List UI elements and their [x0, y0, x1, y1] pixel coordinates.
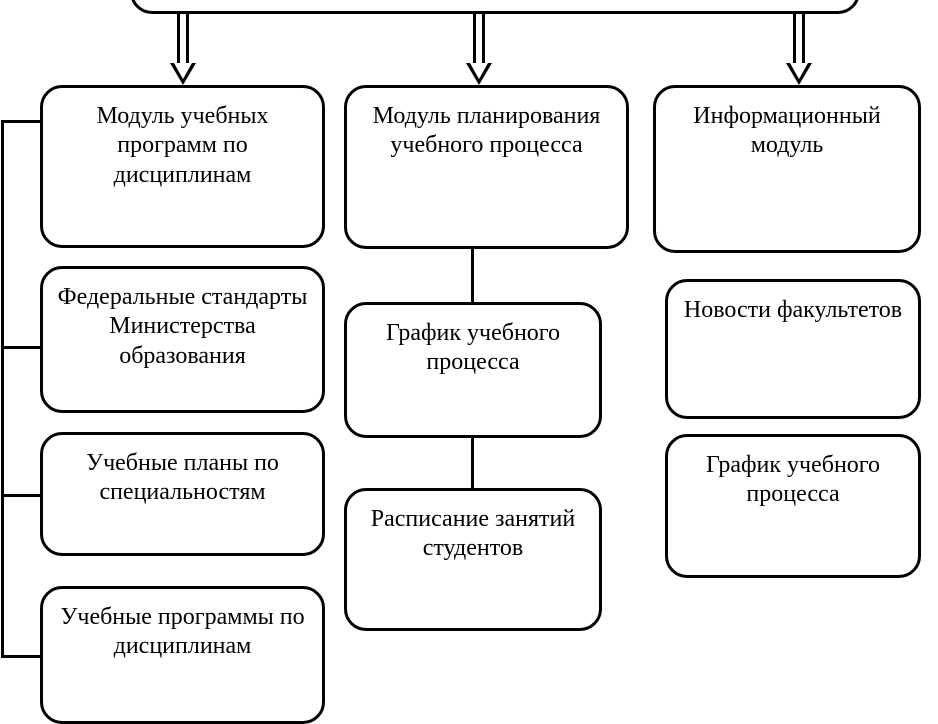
left-bracket-branch-3	[1, 494, 43, 497]
node-module-planning[interactable]: Модуль планирования учебного процесса	[344, 85, 629, 249]
node-schedule-chart-info[interactable]: График учебного процесса	[665, 434, 921, 578]
left-bracket-branch-2	[1, 346, 43, 349]
node-module-information[interactable]: Информационный модуль	[653, 85, 921, 253]
node-label: Федеральные стандарты Министерства образ…	[57, 284, 308, 369]
node-label: Учебные планы по специальностям	[86, 450, 279, 506]
arrow-shaft	[473, 14, 485, 67]
arrow-to-right-module	[786, 14, 812, 85]
arrow-to-left-module	[170, 14, 196, 85]
node-label: Расписание занятий студентов	[370, 506, 576, 562]
left-bracket-branch-4	[1, 655, 43, 658]
node-label: Модуль учебных программ по дисциплинам	[96, 103, 269, 188]
left-bracket-branch-1	[1, 120, 43, 123]
node-curricula-programs[interactable]: Учебные программы по дисциплинам	[40, 586, 325, 724]
node-student-timetable[interactable]: Расписание занятий студентов	[344, 488, 602, 631]
node-schedule-chart[interactable]: График учебного процесса	[344, 302, 602, 438]
node-study-plans[interactable]: Учебные планы по специальностям	[40, 432, 325, 556]
node-module-curricula[interactable]: Модуль учебных программ по дисциплинам	[40, 85, 325, 248]
left-bracket-spine	[1, 120, 4, 658]
arrow-shaft	[177, 14, 189, 67]
node-label: Учебные программы по дисциплинам	[60, 604, 305, 660]
node-label: График учебного процесса	[385, 320, 561, 376]
middle-line-2	[471, 437, 474, 489]
node-federal-standards[interactable]: Федеральные стандарты Министерства образ…	[40, 266, 325, 413]
node-label: Информационный модуль	[693, 103, 881, 159]
root-node-cropped	[130, 0, 860, 14]
node-label: Модуль планирования учебного процесса	[372, 103, 601, 159]
arrow-to-middle-module	[466, 14, 492, 85]
arrow-shaft	[793, 14, 805, 67]
node-faculty-news[interactable]: Новости факультетов	[665, 279, 921, 419]
middle-line-1	[471, 249, 474, 303]
node-label: Новости факультетов	[683, 297, 903, 323]
node-label: График учебного процесса	[705, 452, 881, 508]
